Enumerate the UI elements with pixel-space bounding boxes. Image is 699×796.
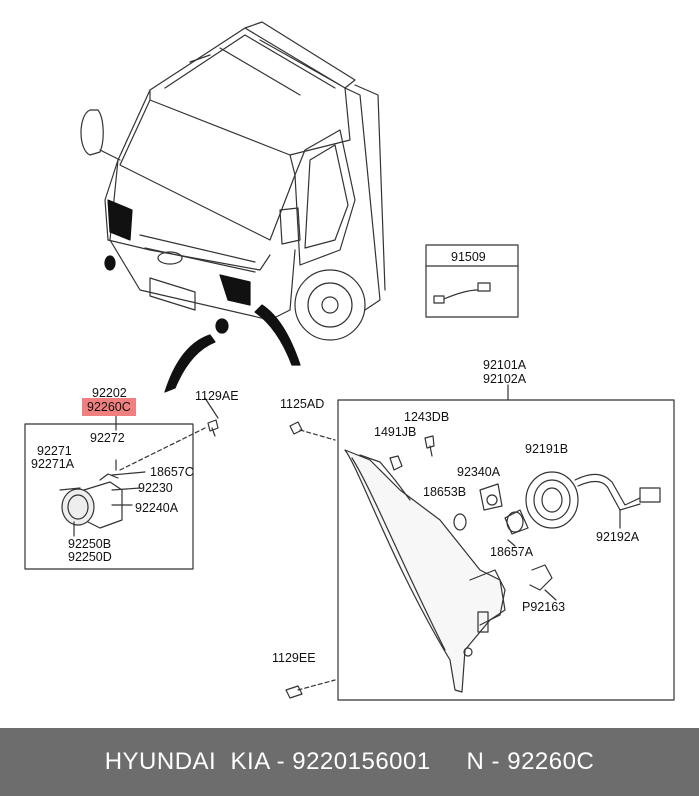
lamp-recesses — [104, 199, 251, 334]
leader-arc-right — [254, 304, 301, 366]
part-label-1491jb: 1491JB — [374, 425, 417, 439]
part-label-92250b: 92250B — [68, 537, 112, 551]
part-label-1129ae: 1129AE — [195, 389, 239, 403]
part-label-1125ad: 1125AD — [280, 397, 325, 411]
part-label-1243db: 1243DB — [404, 410, 450, 424]
part-label-18657a: 18657A — [490, 545, 534, 559]
part-label-92202: 92202 — [92, 386, 127, 400]
wiring-box-91509 — [425, 244, 519, 318]
footer-bar: HYUNDAI KIA - 9220156001 N - 92260C — [0, 728, 699, 796]
fog-lamp-assembly-box — [24, 415, 206, 570]
part-label-92271a: 92271A — [31, 457, 75, 471]
part-label-92272: 92272 — [90, 431, 125, 445]
part-label-92250d: 92250D — [68, 550, 112, 564]
part-label-18653b: 18653B — [423, 485, 467, 499]
part-label-91509: 91509 — [451, 250, 486, 264]
parts-diagram — [24, 21, 675, 701]
part-label-92230: 92230 — [138, 481, 173, 495]
part-label-92260c-highlighted: 92260C — [82, 398, 136, 416]
part-label-18657c: 18657C — [150, 465, 194, 479]
screw-1129ae — [204, 397, 219, 437]
part-label-92192a: 92192A — [596, 530, 640, 544]
part-label-92271: 92271 — [37, 444, 72, 458]
headlamp-assembly-box — [285, 384, 675, 701]
part-label-92102a: 92102A — [483, 372, 527, 386]
part-label-92340a: 92340A — [457, 465, 501, 479]
truck-illustration — [80, 21, 386, 341]
footer-part-number: HYUNDAI KIA - 9220156001 N - 92260C — [104, 748, 595, 775]
part-label-92191b: 92191B — [525, 442, 569, 456]
part-label-92240a: 92240A — [135, 501, 179, 515]
part-label-1129ee: 1129EE — [272, 651, 316, 665]
leader-arc-left — [164, 334, 216, 393]
part-label-92101a: 92101A — [483, 358, 527, 372]
part-label-p92163: P92163 — [522, 600, 566, 614]
